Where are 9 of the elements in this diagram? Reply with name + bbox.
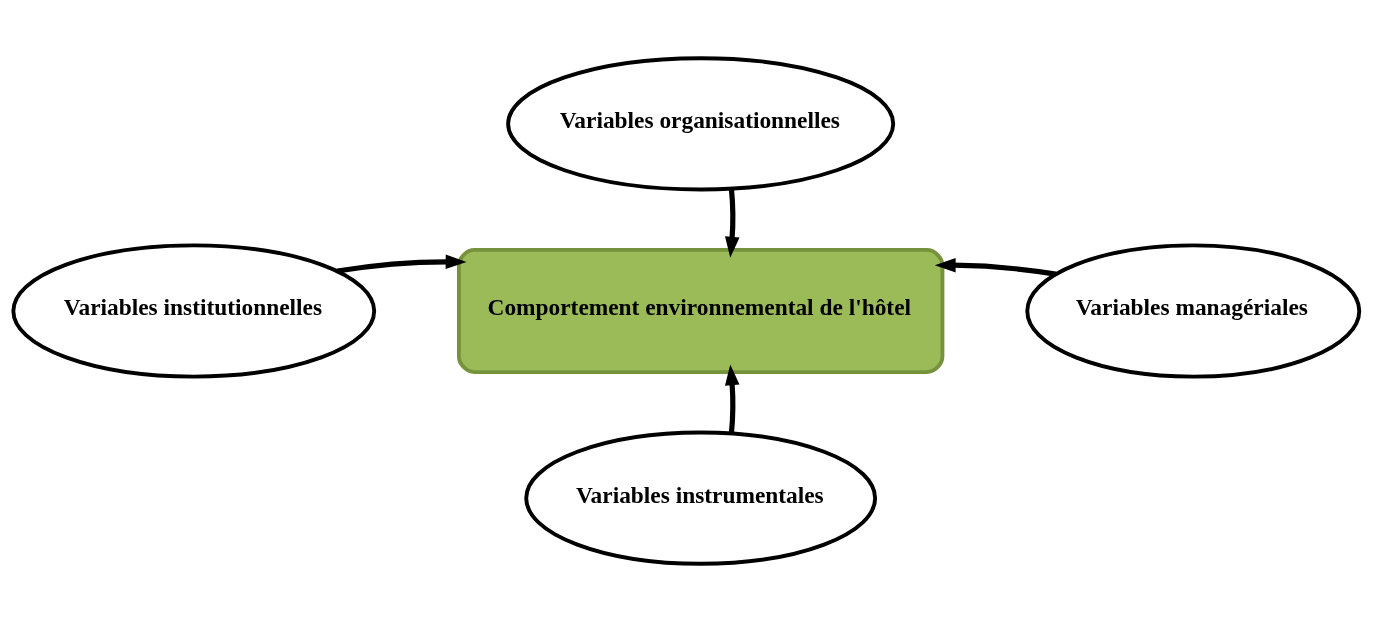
node-box: Comportement environnemental de l'hôtel [456,247,945,374]
node-ellipse: Variables organisationnelles [506,55,896,191]
node-ellipse: Variables institutionnelles [11,242,377,379]
node-ellipse: Variables managériales [1025,242,1362,379]
node-ellipse: Variables instrumentales [524,430,878,566]
arrow [336,253,467,274]
arrow [725,363,740,434]
arrow [934,257,1057,277]
arrow [725,187,740,258]
